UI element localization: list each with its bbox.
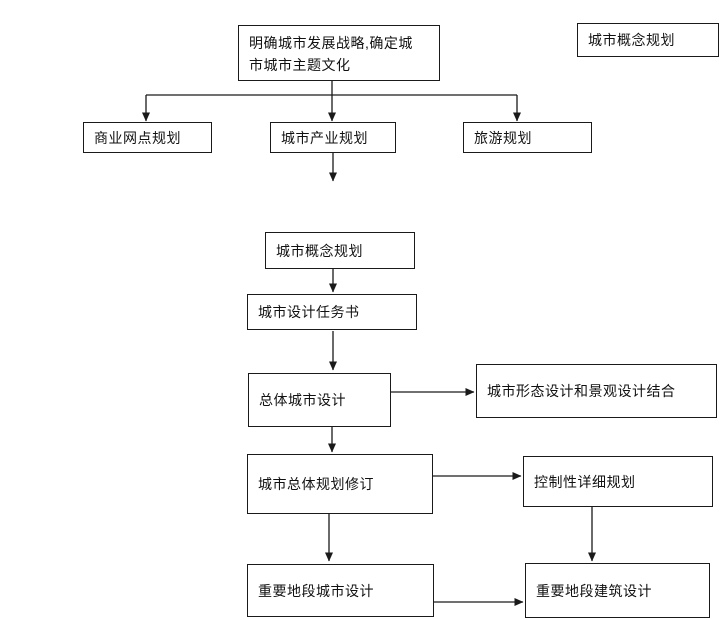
flow-node-label: 控制性详细规划	[534, 473, 636, 490]
flow-node-label: 总体城市设计	[259, 392, 346, 408]
flow-node-master-plan-revision: 城市总体规划修订	[247, 454, 433, 514]
flow-node-concept-plan: 城市概念规划	[265, 232, 415, 269]
flow-node-strategy-line1: 明确城市发展战略,确定城	[249, 35, 413, 51]
flow-node-industry-plan: 城市产业规划	[270, 122, 396, 153]
flow-node-label: 重要地段城市设计	[258, 582, 374, 599]
flow-node-label: 城市产业规划	[281, 129, 368, 146]
flow-node-design-task-book: 城市设计任务书	[247, 294, 417, 330]
flow-node-strategy-line2: 市城市主题文化	[249, 57, 351, 73]
flow-node-label: 旅游规划	[474, 129, 532, 146]
flow-node-label: 城市形态设计和景观设计结合	[487, 383, 676, 399]
flow-node-label: 城市总体规划修订	[258, 476, 374, 492]
flow-node-form-landscape-design: 城市形态设计和景观设计结合	[476, 364, 717, 418]
flow-node-overall-urban-design: 总体城市设计	[248, 373, 391, 427]
flow-node-label: 商业网点规划	[94, 129, 181, 146]
flow-node-label: 城市概念规划	[588, 32, 675, 48]
flow-node-strategy: 明确城市发展战略,确定城 市城市主题文化	[238, 25, 440, 81]
flow-node-label: 城市概念规划	[276, 242, 363, 259]
flow-node-regulatory-detailed-plan: 控制性详细规划	[523, 456, 713, 507]
flow-node-concept-plan-standalone: 城市概念规划	[577, 23, 719, 57]
flow-node-key-area-urban-design: 重要地段城市设计	[247, 564, 434, 617]
flow-node-label: 城市设计任务书	[258, 304, 360, 320]
flow-node-tourism-plan: 旅游规划	[463, 122, 592, 153]
flow-node-key-area-building-design: 重要地段建筑设计	[525, 563, 710, 618]
flow-node-commercial-network-plan: 商业网点规划	[83, 122, 212, 153]
flow-node-label: 重要地段建筑设计	[536, 582, 652, 599]
